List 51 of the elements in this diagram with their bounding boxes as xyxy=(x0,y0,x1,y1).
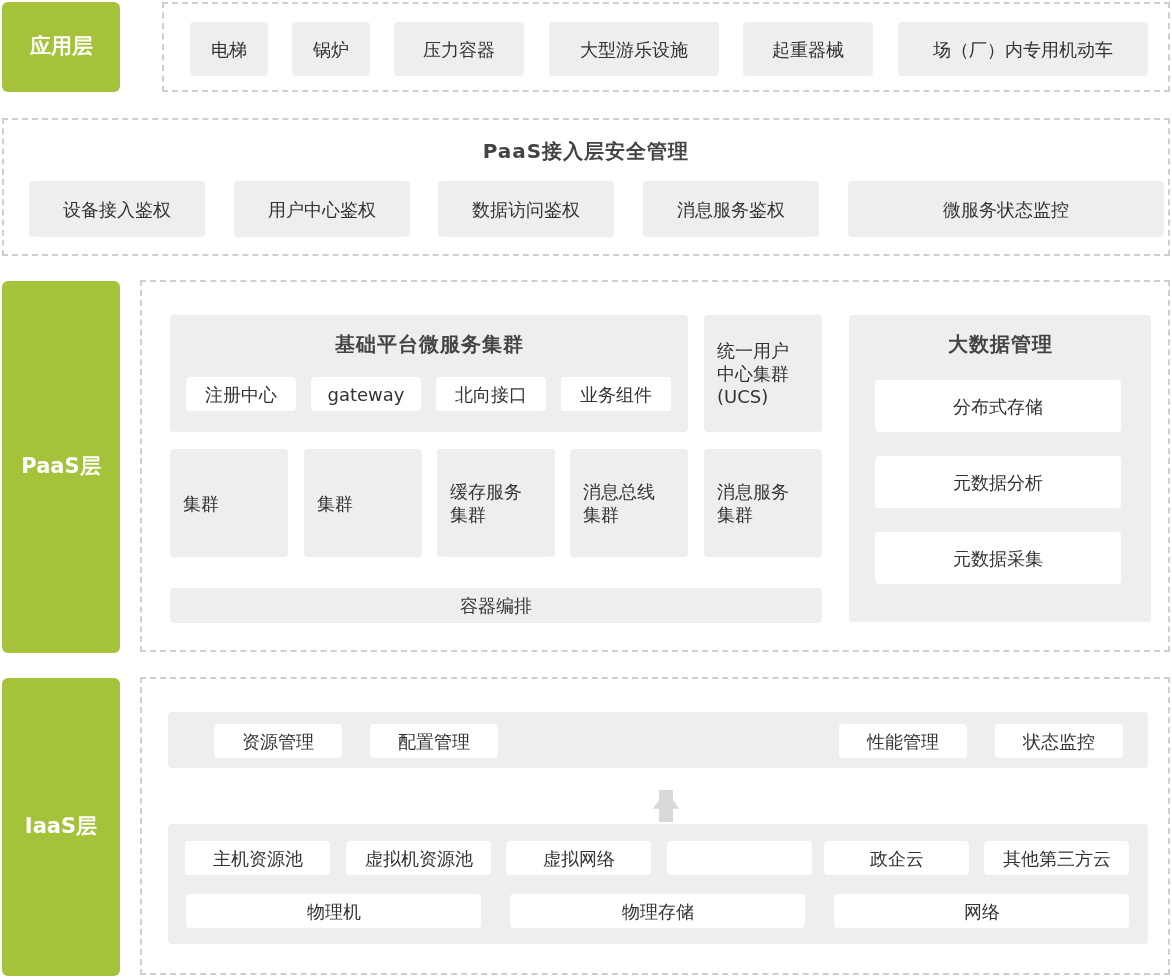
item-label: 性能管理 xyxy=(867,729,939,754)
item-label: 设备接入鉴权 xyxy=(63,197,171,222)
group-heading: PaaS接入层安全管理 xyxy=(481,138,691,165)
item-label: 状态监控 xyxy=(1023,729,1095,754)
item-label: 网络 xyxy=(963,899,1000,924)
dashed-group-frame xyxy=(2,118,1170,256)
item-label: 物理存储 xyxy=(621,899,694,924)
item-label: gateway xyxy=(327,382,405,407)
item-label: 配置管理 xyxy=(398,729,470,754)
layer-label-box xyxy=(2,678,120,976)
item-label: 消息服务集群 xyxy=(717,480,790,526)
item-label: 虚拟网络 xyxy=(542,846,615,871)
item-label: 其他第三方云 xyxy=(1002,846,1111,871)
item-label: 起重器械 xyxy=(772,37,844,62)
item-label: 集群 xyxy=(183,491,220,515)
layer-label: 应用层 xyxy=(29,33,93,61)
item-label: 压力容器 xyxy=(423,37,495,62)
item-label: 微服务状态监控 xyxy=(943,197,1069,222)
item-label: 场（厂）内专用机动车 xyxy=(933,37,1113,62)
item-label: 业务组件 xyxy=(580,382,652,407)
layer-label-box xyxy=(2,281,120,653)
item-label: 北向接口 xyxy=(455,382,527,407)
up-arrow xyxy=(653,790,679,822)
item-label: 用户中心鉴权 xyxy=(268,197,376,222)
item-label: 注册中心 xyxy=(205,382,277,407)
item-label: 缓存服务集群 xyxy=(450,480,523,526)
dashed-group-frame xyxy=(140,280,1170,652)
item-label: 电梯 xyxy=(211,37,247,62)
item-label: 元数据分析 xyxy=(953,470,1043,495)
item-label: 元数据采集 xyxy=(953,546,1043,571)
item-label: 锅炉 xyxy=(313,37,349,62)
item-label: 主机资源池 xyxy=(212,846,303,871)
item-label: 数据访问鉴权 xyxy=(472,197,580,222)
item-label: 资源管理 xyxy=(242,729,314,754)
layer-label: IaaS层 xyxy=(24,813,98,841)
item-label: 政企云 xyxy=(869,846,924,871)
dashed-group-frame xyxy=(140,677,1170,975)
layer-label: PaaS层 xyxy=(21,453,101,481)
item-label: 分布式存储 xyxy=(953,394,1043,419)
item-label: 大型游乐设施 xyxy=(580,37,688,62)
item-label: 统一用户中心集群(UCS) xyxy=(717,339,790,408)
item-label: 消息服务鉴权 xyxy=(677,197,785,222)
item-label: 虚拟机资源池 xyxy=(364,846,473,871)
group-heading: 基础平台微服务集群 xyxy=(333,331,525,358)
item-label: 消息总线集群 xyxy=(583,480,656,526)
layer-label-box xyxy=(2,2,120,92)
item-label: 容器编排 xyxy=(460,594,532,618)
item-label: 集群 xyxy=(317,491,354,515)
group-heading: 大数据管理 xyxy=(946,331,1054,358)
item-label: 物理机 xyxy=(306,899,361,924)
dashed-group-frame xyxy=(162,2,1170,92)
